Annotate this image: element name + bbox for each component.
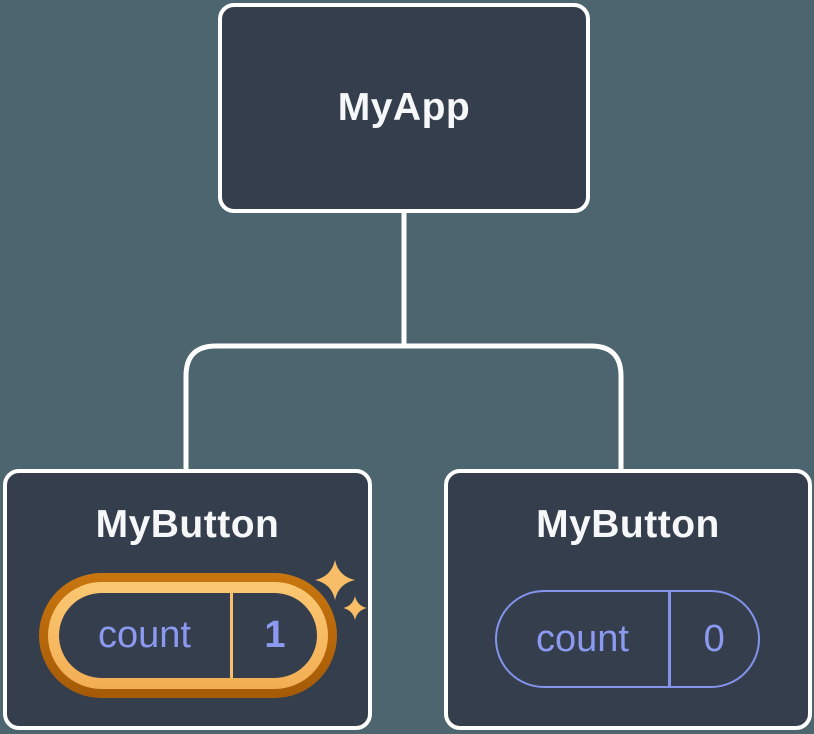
state-pill-divider <box>668 592 671 686</box>
node-myapp-label: MyApp <box>337 86 471 129</box>
node-myapp: MyApp <box>218 3 590 213</box>
state-pill-divider <box>230 593 233 678</box>
state-value: 1 <box>264 614 286 656</box>
node-mybutton-right: MyButton count 0 <box>444 469 812 730</box>
state-name-label: count <box>536 617 629 660</box>
sparkle-large <box>315 560 355 600</box>
node-mybutton-left: MyButton count 1 <box>3 469 372 730</box>
state-name-label: count <box>98 614 191 656</box>
node-mybutton-left-label: MyButton <box>95 503 280 546</box>
sparkle-icon <box>315 560 367 620</box>
node-mybutton-right-label: MyButton <box>536 503 720 546</box>
state-value: 0 <box>703 617 725 660</box>
state-pill-inner-ring: count 1 <box>48 582 328 689</box>
sparkle-small <box>343 596 367 620</box>
state-pill-highlighted: count 1 <box>39 573 337 698</box>
state-pill-core: count 1 <box>59 593 317 678</box>
connector-branch <box>183 343 624 474</box>
state-pill-plain: count 0 <box>495 590 760 688</box>
